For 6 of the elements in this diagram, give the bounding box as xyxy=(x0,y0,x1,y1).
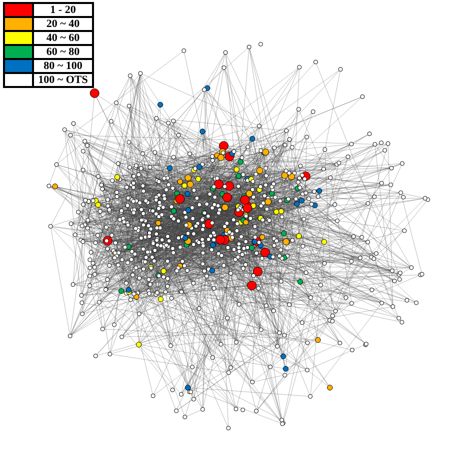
legend-label: 100 ~ OTS xyxy=(33,73,93,87)
legend-label: 1 - 20 xyxy=(33,3,93,17)
legend-label: 40 ~ 60 xyxy=(33,31,93,45)
legend-label: 20 ~ 40 xyxy=(33,17,93,31)
legend-label: 80 ~ 100 xyxy=(33,59,93,73)
legend-label: 60 ~ 80 xyxy=(33,45,93,59)
